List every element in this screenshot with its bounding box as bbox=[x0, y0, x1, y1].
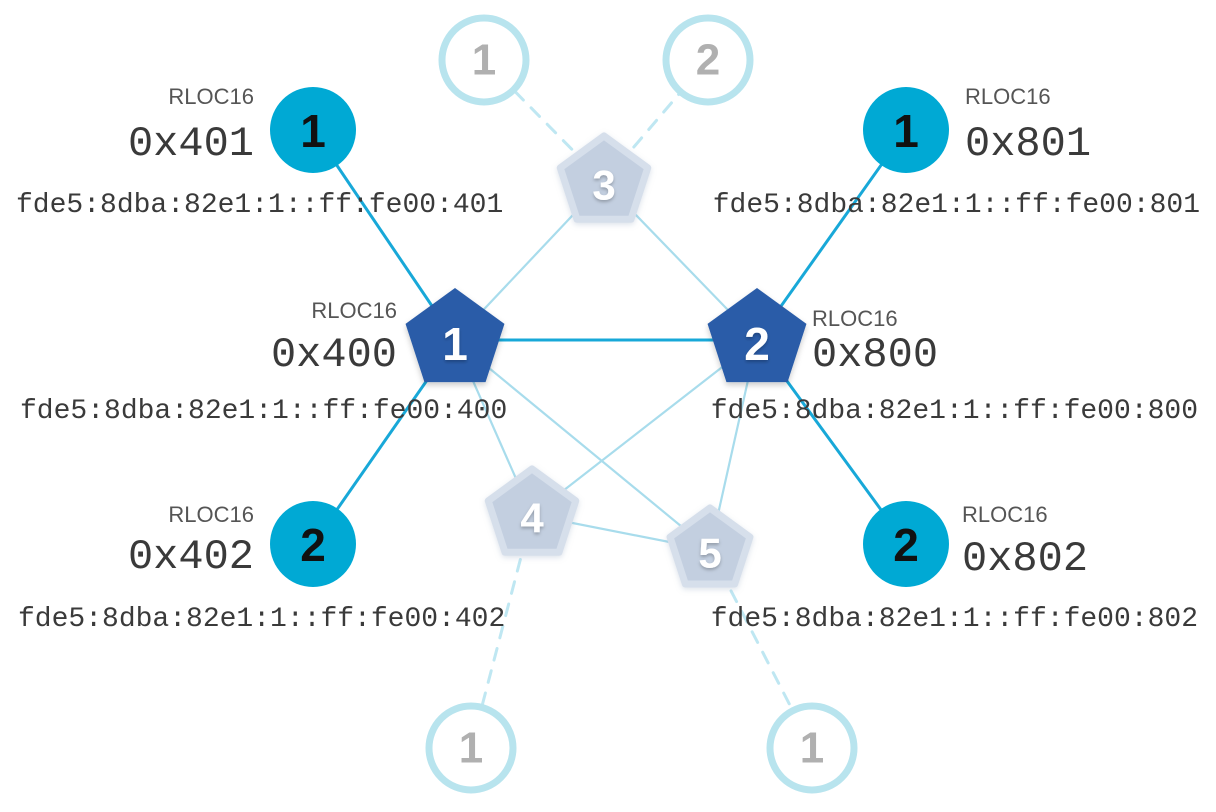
dashed-link bbox=[469, 513, 534, 750]
child-number: 2 bbox=[300, 519, 326, 571]
child-node-0x401: 1 bbox=[270, 87, 356, 173]
rloc16-value: 0x800 bbox=[812, 331, 938, 379]
rloc16-value: 0x402 bbox=[128, 533, 254, 581]
ipv6-address: fde5:8dba:82e1:1::ff:fe00:801 bbox=[713, 190, 1200, 221]
router-node-0x400: 1 bbox=[405, 288, 505, 383]
ghost-router-node: 5 bbox=[666, 504, 754, 588]
rloc16-value: 0x400 bbox=[271, 331, 397, 379]
ghost-child-circle bbox=[662, 14, 754, 106]
child-number: 2 bbox=[893, 519, 919, 571]
ghost-child-node: 2 bbox=[662, 14, 754, 106]
ghost-child-number: 1 bbox=[459, 724, 483, 773]
ipv6-address: fde5:8dba:82e1:1::ff:fe00:400 bbox=[20, 396, 507, 427]
faded-link bbox=[531, 339, 758, 516]
rloc16-caption: RLOC16 bbox=[965, 84, 1051, 109]
ipv6-address: fde5:8dba:82e1:1::ff:fe00:802 bbox=[711, 604, 1198, 635]
ghost-child-number: 1 bbox=[472, 36, 496, 85]
ghost-router-number: 4 bbox=[520, 495, 544, 542]
rloc16-value: 0x401 bbox=[128, 120, 254, 168]
ghost-router-pentagon bbox=[484, 465, 580, 556]
child-node-0x801: 1 bbox=[863, 87, 949, 173]
ghost-router-number: 3 bbox=[592, 162, 615, 209]
ghost-router-pentagon bbox=[556, 132, 652, 223]
rloc16-caption: RLOC16 bbox=[812, 306, 898, 331]
rloc16-caption: RLOC16 bbox=[168, 502, 254, 527]
child-circle bbox=[863, 501, 949, 587]
rloc16-caption: RLOC16 bbox=[962, 502, 1048, 527]
ghost-child-circle bbox=[438, 14, 530, 106]
child-circle bbox=[270, 87, 356, 173]
ghost-router-node: 3 bbox=[556, 132, 652, 223]
ghost-child-node: 1 bbox=[766, 702, 858, 794]
child-node-0x402: 2 bbox=[270, 501, 356, 587]
rloc16-value: 0x802 bbox=[962, 535, 1088, 583]
ghost-child-layer: 1 2 1 1 bbox=[425, 14, 858, 794]
ghost-child-circle bbox=[766, 702, 858, 794]
router-pentagon bbox=[707, 288, 807, 383]
ghost-child-node: 1 bbox=[425, 702, 517, 794]
ghost-child-number: 2 bbox=[696, 36, 720, 85]
rloc16-value: 0x801 bbox=[965, 120, 1091, 168]
ghost-child-number: 1 bbox=[800, 724, 824, 773]
faded-link bbox=[454, 339, 711, 551]
ghost-router-number: 5 bbox=[698, 530, 721, 577]
label-layer: RLOC160x401fde5:8dba:82e1:1::ff:fe00:401… bbox=[16, 84, 1200, 635]
child-circle bbox=[270, 501, 356, 587]
router-pentagon bbox=[405, 288, 505, 383]
rloc16-caption: RLOC16 bbox=[168, 84, 254, 109]
router-number: 2 bbox=[744, 318, 770, 370]
ipv6-address: fde5:8dba:82e1:1::ff:fe00:402 bbox=[18, 604, 505, 635]
ghost-child-circle bbox=[425, 702, 517, 794]
ghost-router-node: 4 bbox=[484, 465, 580, 556]
router-number: 1 bbox=[442, 318, 468, 370]
rloc16-caption: RLOC16 bbox=[311, 298, 397, 323]
router-node-0x800: 2 bbox=[707, 288, 807, 383]
child-circle bbox=[863, 87, 949, 173]
ghost-router-layer: 3 4 5 bbox=[484, 132, 754, 588]
ipv6-address: fde5:8dba:82e1:1::ff:fe00:800 bbox=[711, 396, 1198, 427]
child-number: 1 bbox=[893, 105, 919, 157]
child-node-0x802: 2 bbox=[863, 501, 949, 587]
ghost-child-node: 1 bbox=[438, 14, 530, 106]
ipv6-address: fde5:8dba:82e1:1::ff:fe00:401 bbox=[16, 190, 503, 221]
child-number: 1 bbox=[300, 105, 326, 157]
ghost-router-pentagon bbox=[666, 504, 754, 588]
